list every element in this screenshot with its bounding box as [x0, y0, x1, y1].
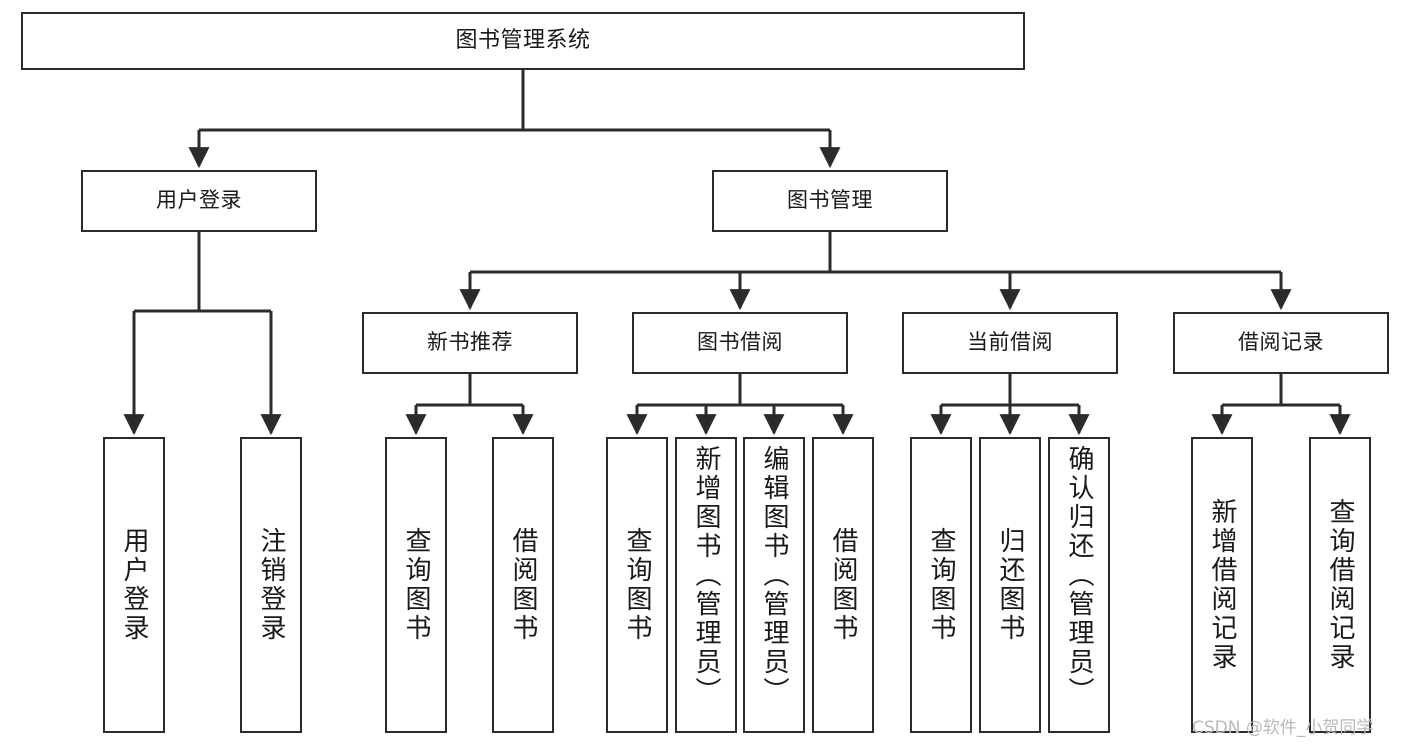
- node-label: 图书管理: [787, 188, 873, 213]
- node-label: 查询借阅记录: [1325, 498, 1355, 672]
- node-label: 查询图书: [926, 527, 956, 643]
- node-label: 编辑图书（管理员）: [759, 445, 789, 706]
- leaf-query-book-recommendation[interactable]: 查询图书: [385, 437, 447, 733]
- leaf-add-book-admin[interactable]: 新增图书（管理员）: [675, 437, 737, 733]
- node-label: 借阅图书: [508, 527, 538, 643]
- node-label: 借阅图书: [828, 527, 858, 643]
- leaf-query-book-current[interactable]: 查询图书: [910, 437, 972, 733]
- node-label: 用户登录: [119, 527, 149, 643]
- leaf-borrow-book-recommendation[interactable]: 借阅图书: [492, 437, 554, 733]
- node-label: 新增借阅记录: [1207, 498, 1237, 672]
- node-label: 查询图书: [401, 527, 431, 643]
- node-label: 当前借阅: [967, 330, 1053, 355]
- node-label: 归还图书: [995, 527, 1025, 643]
- csdn-watermark: CSDN @软件_小贺同学: [1192, 718, 1374, 738]
- node-user-login[interactable]: 用户登录: [81, 170, 317, 232]
- node-borrowing-records[interactable]: 借阅记录: [1173, 312, 1389, 374]
- node-label: 查询图书: [622, 527, 652, 643]
- node-label: 新书推荐: [427, 330, 513, 355]
- node-book-borrowing[interactable]: 图书借阅: [632, 312, 848, 374]
- node-label: 图书借阅: [697, 330, 783, 355]
- leaf-return-book[interactable]: 归还图书: [979, 437, 1041, 733]
- node-label: 注销登录: [256, 527, 286, 643]
- leaf-confirm-return-admin[interactable]: 确认归还（管理员）: [1048, 437, 1110, 733]
- node-book-management[interactable]: 图书管理: [712, 170, 948, 232]
- node-current-borrowing[interactable]: 当前借阅: [902, 312, 1118, 374]
- node-new-book-recommendation[interactable]: 新书推荐: [362, 312, 578, 374]
- leaf-user-login[interactable]: 用户登录: [103, 437, 165, 733]
- node-label: 用户登录: [156, 188, 242, 213]
- leaf-edit-book-admin[interactable]: 编辑图书（管理员）: [743, 437, 805, 733]
- leaf-add-borrow-record[interactable]: 新增借阅记录: [1191, 437, 1253, 733]
- node-label: 新增图书（管理员）: [691, 445, 721, 706]
- node-root-book-management-system[interactable]: 图书管理系统: [21, 12, 1025, 70]
- node-label: 图书管理系统: [455, 27, 591, 53]
- leaf-logout[interactable]: 注销登录: [240, 437, 302, 733]
- leaf-borrow-book-borrowing[interactable]: 借阅图书: [812, 437, 874, 733]
- leaf-query-book-borrowing[interactable]: 查询图书: [606, 437, 668, 733]
- leaf-query-borrow-record[interactable]: 查询借阅记录: [1309, 437, 1371, 733]
- node-label: 借阅记录: [1238, 330, 1324, 355]
- node-label: 确认归还（管理员）: [1064, 445, 1094, 706]
